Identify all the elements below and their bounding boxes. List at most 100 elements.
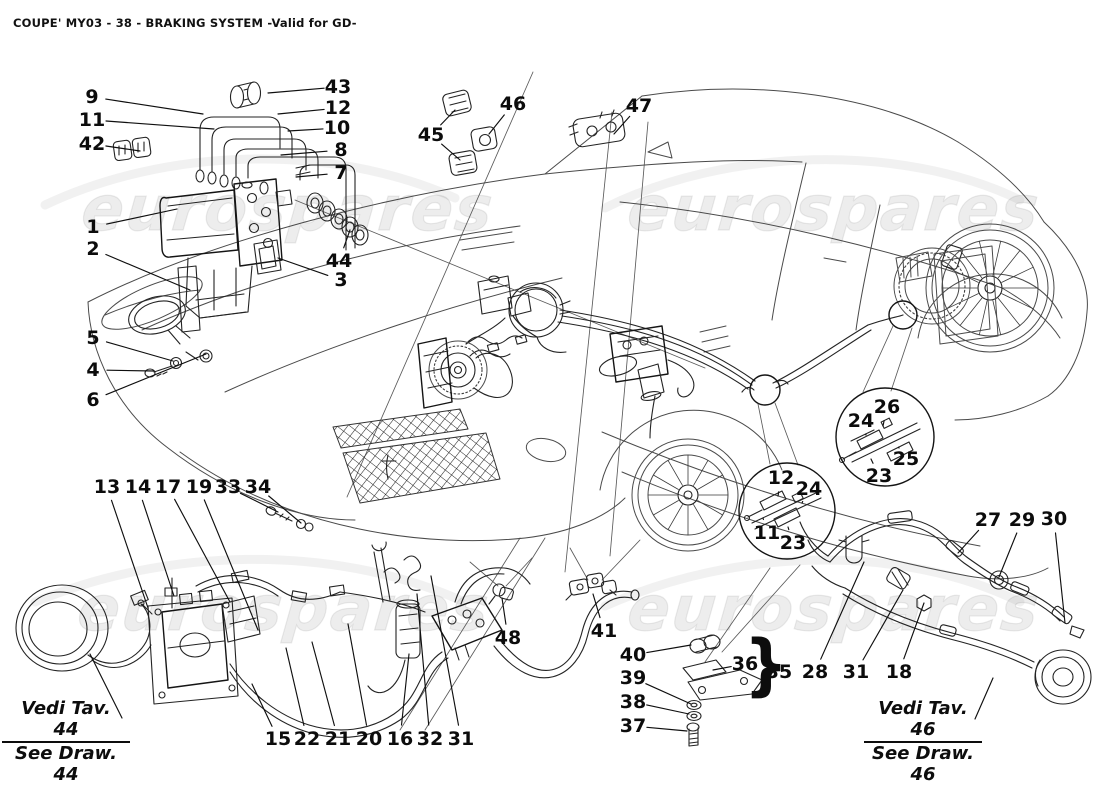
callout-47: 47 — [626, 95, 652, 117]
leader-line-16 — [400, 653, 410, 726]
leader-line-12 — [777, 491, 780, 497]
note-separator — [2, 741, 130, 744]
leader-line-42 — [105, 145, 141, 152]
leader-line-26 — [882, 420, 885, 427]
callout-7: 7 — [334, 162, 347, 184]
front-wheel — [631, 438, 745, 552]
callout-11: 11 — [79, 109, 105, 131]
note-line-italian: Vedi Tav. 46 — [878, 698, 968, 740]
callout-12: 12 — [325, 97, 351, 119]
leader-line-4 — [106, 369, 155, 372]
leader-line-12 — [277, 108, 325, 115]
wheel-spoke — [1001, 293, 1034, 310]
leader-line-36 — [712, 666, 732, 671]
leader-line-37 — [646, 726, 688, 732]
callout-37: 37 — [620, 715, 646, 737]
callout-3: 3 — [334, 269, 347, 291]
callout-31: 31 — [843, 661, 869, 683]
wheel-spoke — [1001, 266, 1034, 283]
callout-46: 46 — [500, 93, 526, 115]
wheel-spoke — [978, 300, 988, 336]
leader-line-10 — [287, 128, 324, 132]
leader-line-29 — [998, 532, 1018, 578]
leader-line-32 — [416, 593, 430, 726]
callout-43: 43 — [325, 76, 351, 98]
leader-line-25 — [897, 446, 900, 449]
leader-line-28 — [820, 561, 865, 660]
leader-line-19 — [203, 499, 259, 631]
leader-line-40 — [646, 644, 692, 654]
callout-26: 26 — [874, 396, 900, 418]
mount-bracket-parts — [488, 572, 763, 747]
leader-line-1 — [106, 208, 178, 225]
callout-24: 24 — [796, 478, 822, 500]
leader-line-23 — [870, 458, 874, 464]
callout-1: 1 — [86, 216, 99, 238]
callout-15: 15 — [265, 728, 291, 750]
wheel-spoke — [697, 500, 724, 516]
callout-44: 44 — [326, 250, 352, 272]
leader-line-27 — [957, 529, 980, 554]
wheel-spoke — [992, 240, 1002, 276]
callout-41: 41 — [591, 620, 617, 642]
wheel-spoke — [652, 474, 679, 490]
callout-25: 25 — [893, 448, 919, 470]
callout-29: 29 — [1009, 509, 1035, 531]
wheel-spoke — [652, 500, 679, 516]
pipe-clips-top — [442, 89, 626, 176]
callout-48: 48 — [495, 627, 521, 649]
callout-24: 24 — [848, 410, 874, 432]
leader-line-39 — [645, 683, 692, 705]
leader-line-13 — [110, 499, 149, 609]
leader-line-44 — [343, 229, 351, 249]
wheel-spoke — [667, 504, 683, 531]
leader-line-41 — [592, 593, 601, 619]
leader-line-45 — [440, 109, 456, 126]
note-line-english: See Draw. 46 — [872, 743, 974, 786]
callout-8: 8 — [334, 139, 347, 161]
leader-line-31 — [430, 575, 460, 726]
callout-10: 10 — [324, 117, 350, 139]
wheel-spoke — [997, 250, 1021, 279]
leader-line-3 — [277, 257, 329, 276]
callout-14: 14 — [125, 476, 151, 498]
wheel-spoke — [667, 459, 683, 486]
leader-line-22 — [285, 647, 305, 726]
wheel-spoke — [697, 474, 724, 490]
note-see-draw-46: Vedi Tav. 46 See Draw. 46 — [864, 698, 982, 786]
pointer-rays — [294, 71, 801, 731]
note-leader-lines — [89, 653, 994, 720]
page-title: COUPE' MY03 - 38 - BRAKING SYSTEM -Valid… — [13, 16, 357, 30]
callout-34: 34 — [245, 476, 271, 498]
note-line-english: See Draw. 44 — [15, 743, 117, 786]
leader-line-15 — [251, 683, 273, 727]
callout-32: 32 — [417, 728, 443, 750]
leader-line-6 — [105, 353, 207, 396]
callout-30: 30 — [1041, 508, 1067, 530]
leader-line-20 — [347, 623, 368, 726]
leader-line-21 — [311, 641, 335, 727]
wheel-spoke — [946, 293, 979, 310]
callout-38: 38 — [620, 691, 646, 713]
wheel-spoke — [959, 297, 983, 326]
leader-line-31 — [862, 589, 904, 661]
callout-5: 5 — [86, 327, 99, 349]
callout-35: 35 — [766, 661, 792, 683]
callout-13: 13 — [94, 476, 120, 498]
leader-line-2 — [105, 253, 191, 291]
leader-line-17 — [174, 498, 231, 603]
leader-line-45 — [441, 143, 461, 161]
leader-line-9 — [105, 98, 204, 115]
wheel-spoke — [693, 504, 709, 531]
abs-unit-assembly — [112, 81, 369, 378]
engine-bay-components — [417, 245, 999, 439]
callout-21: 21 — [325, 728, 351, 750]
group-brace: } — [744, 625, 789, 704]
callout-23: 23 — [866, 465, 892, 487]
callout-27: 27 — [975, 509, 1001, 531]
leader-line-33 — [239, 492, 279, 513]
callout-20: 20 — [356, 728, 382, 750]
